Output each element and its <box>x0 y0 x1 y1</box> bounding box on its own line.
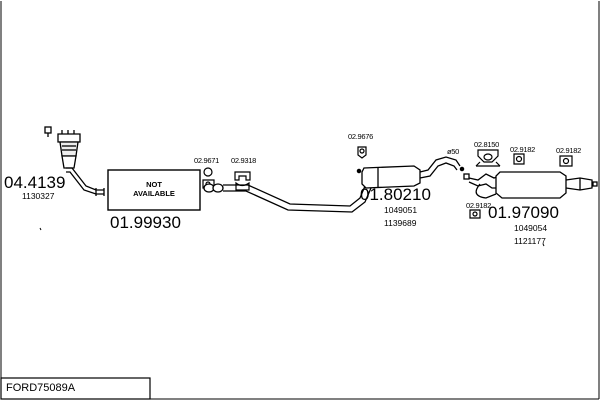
part-number-front-box: 01.99930 <box>110 213 181 232</box>
not-available-text: NOT AVAILABLE <box>128 180 180 199</box>
front-pipe <box>203 183 372 213</box>
accessory-label: 02.8150 <box>474 140 500 149</box>
ref-number-middle-1: 1049051 <box>384 205 418 215</box>
ref-number-rear-1: 1049054 <box>514 223 548 233</box>
catalytic-converter <box>44 126 105 196</box>
not-available-line-1: NOT <box>146 180 162 189</box>
tick-mark <box>542 243 545 247</box>
part-number-middle-silencer: 01.80210 <box>360 185 431 204</box>
part-number-rear-silencer: 01.97090 <box>488 203 559 222</box>
bracket-icon <box>475 149 501 167</box>
ref-number-rear-2: 1121177 <box>514 236 546 246</box>
ref-number-middle-2: 1139689 <box>384 218 417 228</box>
tick-mark <box>39 227 42 231</box>
rear-silencer <box>463 171 598 199</box>
accessory-label: 02.9676 <box>348 132 374 141</box>
accessory-label: 02.9318 <box>231 156 257 165</box>
accessory-label: 02.9182 <box>510 145 536 154</box>
not-available-line-2: AVAILABLE <box>133 189 175 199</box>
accessory-label: 02.9671 <box>194 156 220 165</box>
title-box <box>0 377 151 400</box>
rubber-hanger-icon <box>234 171 251 191</box>
rubber-mount-icon <box>469 209 481 219</box>
ref-number-cat: 1130327 <box>22 191 55 201</box>
diameter-label: ø50 <box>447 147 460 156</box>
middle-silencer <box>356 156 465 189</box>
rubber-mount-icon <box>559 155 573 167</box>
part-number-cat: 04.4139 <box>4 173 66 192</box>
front-box-outline <box>107 169 201 211</box>
accessory-label: 02.9182 <box>556 146 582 155</box>
model-code-title: FORD75089A <box>6 382 76 394</box>
hanger-icon <box>357 146 367 159</box>
accessory-label: 02.9182 <box>466 201 492 210</box>
rubber-mount-icon <box>513 153 525 165</box>
